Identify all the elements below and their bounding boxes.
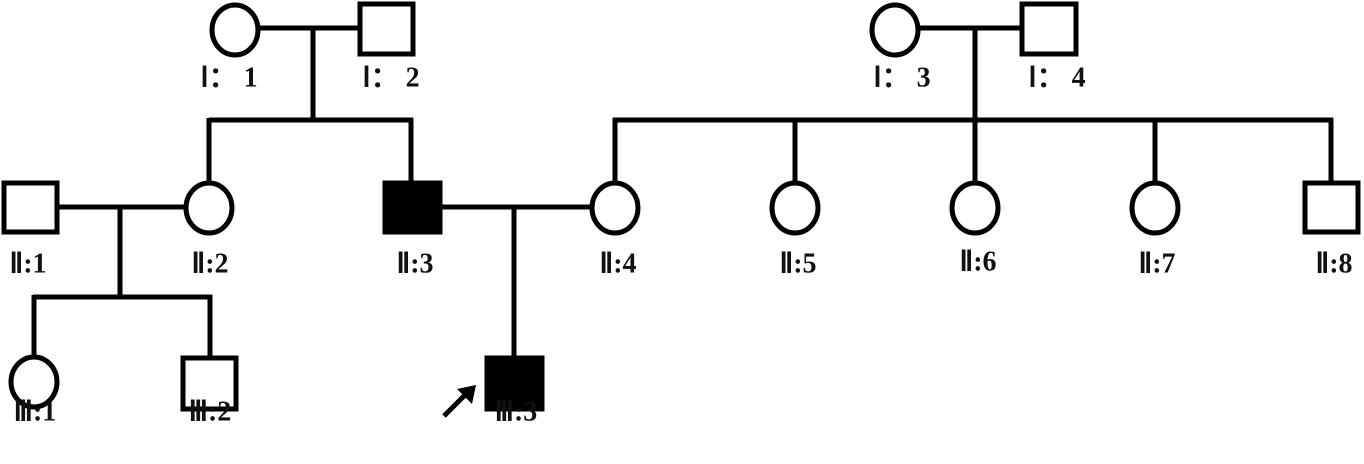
individual-II5-female	[769, 180, 821, 236]
arrow-icon	[442, 385, 476, 418]
label-III3: Ⅲ:3	[495, 396, 538, 427]
individual-I4-male	[1019, 1, 1079, 57]
individual-II6-female	[949, 180, 1001, 236]
label-II2: Ⅱ:2	[191, 248, 228, 279]
individual-II7-female	[1129, 180, 1181, 236]
individual-I2-male	[357, 1, 416, 57]
label-II5: Ⅱ:5	[779, 248, 816, 279]
individual-II8-male	[1302, 180, 1361, 235]
individual-II2-female	[183, 180, 235, 236]
label-III1: Ⅲ:1	[14, 396, 57, 427]
label-I2: Ⅰ： 2	[362, 62, 419, 93]
individual-II3-male-affected	[382, 180, 443, 235]
label-II6: Ⅱ:6	[959, 246, 996, 277]
pedigree-lines	[31, 25, 1334, 357]
label-II3: Ⅱ:3	[396, 248, 433, 279]
individual-III3-male-affected-proband	[484, 355, 545, 412]
label-I3: Ⅰ： 3	[873, 62, 930, 93]
label-II1: Ⅱ:1	[9, 248, 46, 279]
individual-II1-male	[1, 180, 60, 235]
label-II7: Ⅱ:7	[1138, 248, 1175, 279]
individual-III2-male	[180, 355, 239, 412]
label-II4: Ⅱ:4	[599, 248, 636, 279]
individual-III1-female	[8, 354, 60, 410]
label-I4: Ⅰ： 4	[1028, 62, 1085, 93]
individual-II4-female	[589, 180, 641, 236]
label-I1: Ⅰ： 1	[200, 62, 257, 93]
individual-I1-female	[209, 2, 261, 58]
individual-I3-female	[869, 2, 921, 58]
label-III2: Ⅲ:2	[189, 396, 232, 427]
label-II8: Ⅱ:8	[1315, 248, 1352, 279]
